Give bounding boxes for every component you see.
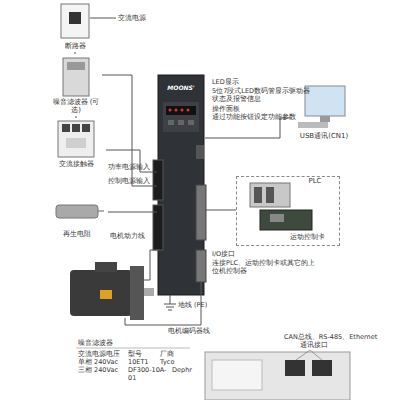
component-box: 噪音滤波器 (可选) — [50, 54, 102, 116]
plc-module — [266, 187, 274, 203]
annotation-text: LED显示 — [212, 78, 312, 86]
io-connector — [196, 185, 206, 240]
panel-button — [168, 120, 174, 125]
led-digit — [181, 109, 184, 112]
component-box: 断路器 — [50, 2, 100, 52]
annotation-text: 单相 240Vac — [78, 358, 126, 366]
usb-port — [196, 145, 204, 159]
motor-shaft — [144, 288, 154, 296]
component-label: 再生电阻 — [46, 230, 108, 238]
encoder-connector — [196, 250, 206, 282]
ground-symbol — [164, 304, 176, 305]
led-display — [166, 106, 196, 115]
plc-image — [250, 183, 290, 207]
resistor-lead — [98, 211, 104, 212]
annotation-text: DF300-10A-01 — [128, 366, 172, 382]
annotation-text: 交流电源 — [118, 14, 158, 22]
led-digit — [175, 109, 178, 112]
component-label: USB通讯(CN1) — [290, 132, 358, 140]
component-label: 交流接触器 — [46, 160, 106, 168]
pc-monitor — [305, 86, 345, 116]
leader-line — [310, 350, 322, 360]
motor-sticker — [100, 290, 112, 299]
component-label: 运动控制卡 — [277, 233, 337, 241]
annotation-text: 噪音滤波器 — [78, 339, 138, 347]
annotation-text: 连接PLC、运动控制卡或其它的上位机控制器 — [212, 259, 322, 275]
ground-symbol — [166, 307, 174, 308]
wire-connector — [76, 116, 77, 118]
driver-bottom-view — [205, 352, 350, 400]
component-box: 再生电阻 — [46, 200, 108, 240]
annotation-text: 通讯接口 — [300, 341, 350, 349]
driver-face — [212, 360, 262, 390]
annotation-text: 厂商 — [160, 350, 190, 358]
ground-wire — [170, 295, 171, 304]
annotation-text: 电机编码器线 — [168, 327, 228, 335]
panel-button — [188, 120, 194, 125]
annotation-text: 电机动力线 — [110, 232, 160, 240]
component-box: 交流接触器 — [46, 118, 106, 172]
panel-button — [178, 120, 184, 125]
edge-label: 功率电源输入 — [108, 163, 158, 171]
wire-connector — [205, 210, 236, 211]
filter-body — [63, 58, 89, 96]
driver-panel — [163, 102, 199, 132]
component-label: 噪音滤波器 (可选) — [50, 98, 102, 114]
pc-stand — [320, 116, 330, 122]
power-wire — [90, 18, 116, 19]
component-label: MOONS' — [157, 84, 205, 92]
annotation-text: I/O接口 — [212, 250, 302, 258]
contactor-body — [58, 121, 94, 157]
annotation-text: 地线 (PE) — [178, 301, 228, 309]
breaker-body — [61, 4, 89, 38]
rj45-port — [285, 360, 305, 376]
annotation-text: 10ET1 — [128, 358, 160, 366]
motor-flange — [130, 266, 144, 320]
rj45-port — [312, 360, 332, 376]
component-label: PLC — [295, 177, 335, 185]
power-terminal — [153, 160, 163, 200]
wire-connector — [75, 52, 76, 54]
led-digit — [169, 109, 172, 112]
motion-card — [260, 210, 312, 230]
wire-connector — [205, 118, 290, 138]
annotation-text: 通过功能按钮设定功能参数 — [212, 113, 312, 121]
plc-module — [254, 187, 262, 203]
filter-terminal — [67, 62, 85, 70]
pc-keyboard — [298, 122, 328, 128]
annotation-text: 型号 — [128, 350, 160, 358]
annotation-text: 操作面板 — [212, 105, 312, 113]
contactor-terminal — [62, 124, 70, 132]
component-label: 断路器 — [50, 42, 100, 50]
led-digit — [187, 109, 190, 112]
annotation-text: CAN总线、RS-485、Ethernet — [284, 333, 384, 341]
annotation-text: 交流电源电压 — [78, 350, 126, 358]
contactor-terminal — [82, 124, 90, 132]
component-box: MOONS' — [157, 74, 205, 296]
card-chip — [270, 214, 284, 222]
edge-label: 控制电源输入 — [108, 177, 158, 185]
wire-connector — [102, 75, 157, 186]
resistor-body — [56, 205, 98, 218]
annotation-text: Dephr — [172, 366, 202, 374]
breaker-switch — [69, 12, 81, 24]
component-box: PLC 运动控制卡 — [236, 176, 340, 246]
contactor-terminal — [72, 124, 80, 132]
motor-connector — [95, 262, 117, 272]
annotation-text: 三相 240Vac — [78, 366, 126, 374]
annotation-text: 5位7段式LED数码管显示驱动器状态及报警信息 — [212, 87, 312, 103]
annotation-text: Tyco — [160, 358, 190, 366]
ground-symbol — [168, 310, 172, 311]
wire-connector — [108, 212, 157, 213]
contactor-face — [66, 138, 86, 148]
table-rule — [76, 348, 190, 349]
leader-line — [296, 350, 310, 360]
motor-body — [70, 270, 132, 316]
